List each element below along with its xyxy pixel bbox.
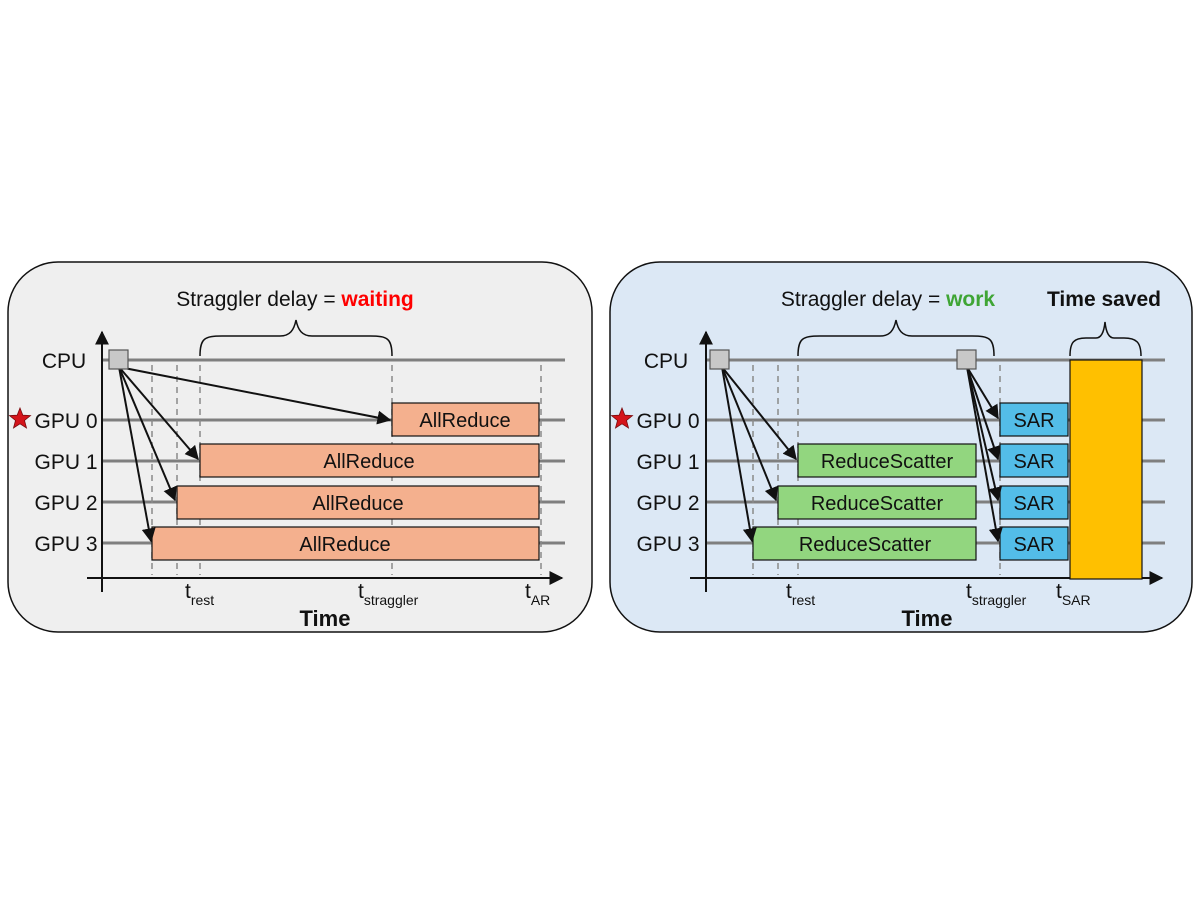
left-bar-gpu3: AllReduce	[151, 526, 540, 561]
right-rs-bar-gpu2-label: ReduceScatter	[811, 493, 944, 515]
left-row-label-gpu1: GPU 1	[34, 451, 97, 474]
right-row-label-gpu3: GPU 3	[636, 533, 699, 556]
right-rs-bar-gpu3: ReduceScatter	[752, 526, 977, 561]
left-title-emphasis: waiting	[340, 288, 413, 311]
left-row-label-gpu0: GPU 0	[34, 410, 97, 433]
right-title: Straggler delay = work	[781, 288, 996, 311]
right-sar-bar-gpu2-label: SAR	[1013, 493, 1054, 515]
right-cpu-launch-box-sar	[956, 349, 977, 370]
left-bar-gpu2-label: AllReduce	[312, 493, 403, 515]
left-panel: Straggler delay = waiting AllReduce	[7, 261, 593, 633]
right-rs-bar-gpu1-label: ReduceScatter	[821, 451, 954, 473]
left-straggler-star-icon	[8, 406, 32, 429]
left-title-prefix: Straggler delay =	[176, 288, 341, 311]
left-bar-gpu0-label: AllReduce	[419, 410, 510, 432]
left-tick-tstraggler: tstraggler	[358, 580, 419, 608]
time-saved-brace	[1069, 321, 1142, 357]
left-row-label-cpu: CPU	[42, 350, 86, 373]
left-tick-tar: tAR	[525, 580, 550, 608]
right-rs-bar-gpu3-label: ReduceScatter	[799, 534, 932, 556]
right-panel: Straggler delay = work Time saved	[609, 261, 1193, 633]
left-x-axis-label: Time	[300, 606, 351, 631]
left-cpu-launch-box	[108, 349, 129, 370]
left-row-label-gpu3: GPU 3	[34, 533, 97, 556]
right-row-label-cpu: CPU	[644, 350, 688, 373]
right-tick-tsar: tSAR	[1056, 580, 1091, 608]
right-rs-bar-gpu2: ReduceScatter	[777, 485, 977, 520]
right-sar-bar-gpu3-label: SAR	[1013, 534, 1054, 556]
right-sar-bar-gpu2: SAR	[999, 485, 1069, 520]
right-sar-bar-gpu0-label: SAR	[1013, 410, 1054, 432]
right-title-emphasis: work	[945, 288, 995, 311]
right-sar-bar-gpu3: SAR	[999, 526, 1069, 561]
right-row-label-gpu1: GPU 1	[636, 451, 699, 474]
time-saved-label: Time saved	[1047, 288, 1161, 311]
right-sar-bar-gpu1-label: SAR	[1013, 451, 1054, 473]
left-bar-gpu3-label: AllReduce	[299, 534, 390, 556]
left-tick-trest: trest	[185, 580, 214, 608]
right-sar-bar-gpu0: SAR	[999, 402, 1069, 437]
left-delay-brace	[199, 319, 393, 357]
left-title: Straggler delay = waiting	[176, 288, 414, 311]
time-saved-block	[1069, 359, 1143, 580]
right-tick-tstraggler: tstraggler	[966, 580, 1027, 608]
right-sar-launch-arrows	[966, 366, 1003, 543]
right-x-axis-label: Time	[902, 606, 953, 631]
right-rs-launch-arrows	[721, 366, 797, 543]
right-cpu-launch-box-rs	[709, 349, 730, 370]
left-bar-gpu1: AllReduce	[199, 443, 540, 478]
right-row-label-gpu2: GPU 2	[636, 492, 699, 515]
left-bar-gpu0: AllReduce	[391, 402, 540, 437]
right-tick-trest: trest	[786, 580, 815, 608]
right-title-prefix: Straggler delay =	[781, 288, 946, 311]
right-straggler-star-icon	[610, 406, 634, 429]
left-bar-gpu2: AllReduce	[176, 485, 540, 520]
right-sar-bar-gpu1: SAR	[999, 443, 1069, 478]
right-row-label-gpu0: GPU 0	[636, 410, 699, 433]
left-row-label-gpu2: GPU 2	[34, 492, 97, 515]
left-launch-arrows	[118, 366, 392, 543]
left-bar-gpu1-label: AllReduce	[323, 451, 414, 473]
right-rs-bar-gpu1: ReduceScatter	[797, 443, 977, 478]
right-delay-brace	[797, 319, 995, 357]
